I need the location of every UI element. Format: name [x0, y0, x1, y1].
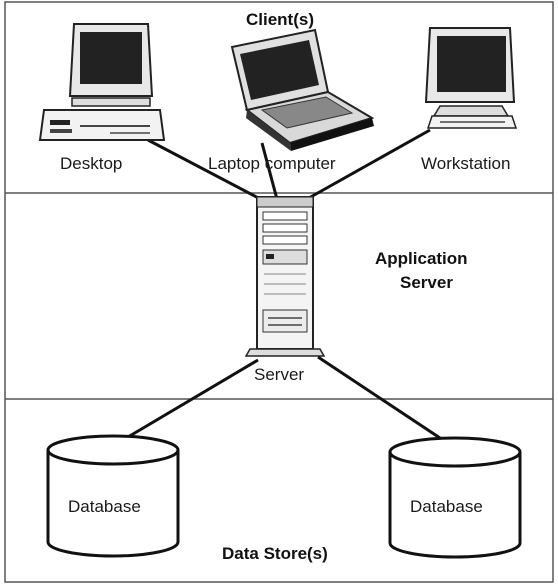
workstation-icon — [424, 27, 518, 129]
database-cylinder-icon — [46, 434, 180, 558]
laptop-icon — [230, 28, 375, 151]
database-label-left: Database — [68, 497, 141, 516]
application-tier-title-line2: Server — [400, 273, 453, 292]
desktop-label: Desktop — [60, 154, 123, 173]
server-label: Server — [254, 365, 305, 384]
connector-desktop-server — [147, 138, 269, 205]
connector-server-database-left — [127, 358, 259, 439]
server-tower-icon — [244, 196, 326, 357]
client-tier-title: Client(s) — [246, 10, 314, 29]
database-cylinder-icon — [388, 436, 522, 559]
connector-laptop-server — [260, 142, 280, 204]
connector-server-database-right — [317, 355, 441, 440]
data-tier-title: Data Store(s) — [222, 544, 328, 563]
database-label-right: Database — [410, 497, 483, 516]
connections — [127, 128, 441, 440]
laptop-label: Laptop computer — [208, 154, 336, 173]
connector-workstation-server — [299, 128, 431, 205]
application-tier-title-line1: Application — [375, 249, 468, 268]
workstation-label: Workstation — [421, 154, 511, 173]
desktop-computer-icon — [38, 23, 166, 141]
